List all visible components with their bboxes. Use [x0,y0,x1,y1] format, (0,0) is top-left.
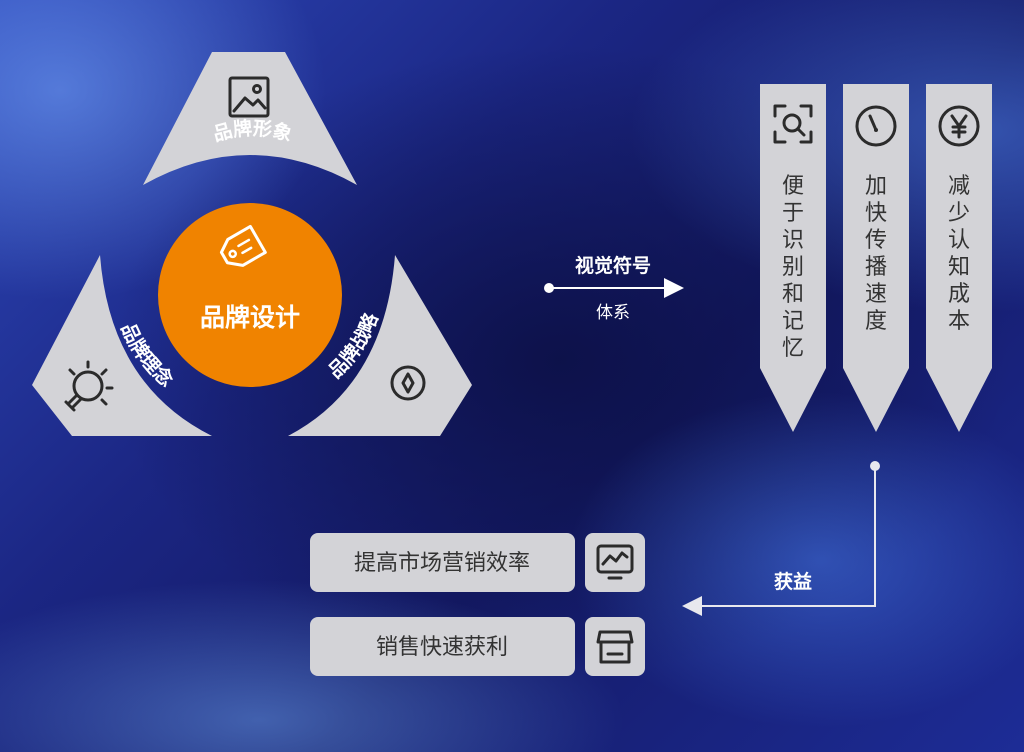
pillar-char: 认 [948,228,970,253]
pillar-char: 忆 [782,336,804,361]
pillar-char: 少 [948,201,970,226]
pillar-char: 便 [782,174,804,199]
pillar-easy-recognition: 便于识别和记忆 [760,84,826,432]
pillar-char: 播 [865,255,887,280]
pillar-char: 别 [782,255,804,280]
pillar-char: 度 [865,309,887,334]
segment-brand-strategy [288,255,472,436]
pillar-text: 减少认知成本 [948,174,970,334]
benefit-label: 获益 [774,570,812,593]
image-icon [228,76,270,118]
arrow-top-label: 视觉符号 [575,254,651,277]
pillar-text: 便于识别和记忆 [782,174,804,361]
chart-monitor-icon [596,544,634,580]
pillar-char: 识 [782,228,804,253]
pillar-char: 记 [782,309,804,334]
pillar-char: 知 [948,255,970,280]
lightbulb-icon [64,360,114,412]
compass-icon [390,365,426,401]
center-brand-design: 品牌设计 [158,203,342,387]
pillar-char: 本 [948,309,970,334]
pillar-char: 于 [782,201,804,226]
outcome-marketing-efficiency: 提高市场营销效率 [310,533,645,592]
yen-icon [938,105,980,147]
pillar-reduce-cognition-cost: 减少认知成本 [926,84,992,432]
outcome-label: 销售快速获利 [376,635,508,660]
pillar-char: 快 [865,201,887,226]
center-label: 品牌设计 [200,303,300,332]
pillar-char: 传 [865,228,887,253]
speedometer-icon [855,105,897,147]
pillar-char: 加 [865,174,887,199]
pillar-char: 减 [948,174,970,199]
storefront-icon [596,630,634,664]
arrow-bottom-label: 体系 [596,303,630,323]
tag-icon [219,224,267,267]
outcome-fast-profit: 销售快速获利 [310,617,645,676]
brand-cluster: 品牌形象 品牌理念 品牌战略 品牌设计 [32,52,472,436]
pillar-char: 成 [948,282,970,307]
pillar-char: 速 [865,282,887,307]
search-scan-icon [773,104,813,144]
outcome-label: 提高市场营销效率 [354,551,530,576]
pillar-char: 和 [782,282,804,307]
pillar-text: 加快传播速度 [865,174,887,334]
benefit-connector: 获益 [682,461,880,616]
segment-brand-image [143,52,357,185]
visual-symbol-arrow: 视觉符号 体系 [544,254,684,323]
segment-brand-philosophy [32,255,212,436]
pillar-speed-up-spread: 加快传播速度 [843,84,909,432]
